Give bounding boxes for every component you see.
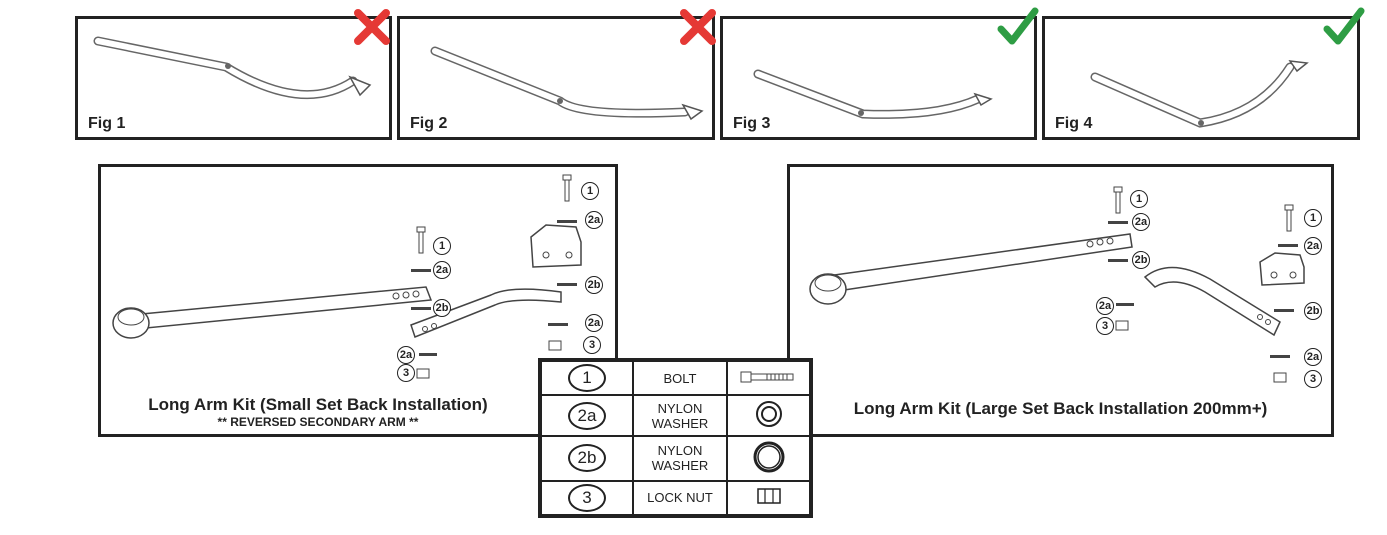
cross-icon: [680, 9, 716, 45]
arm-illustration: [430, 46, 704, 121]
figure-label: Fig 1: [88, 115, 126, 132]
figure-2: Fig 2: [397, 9, 716, 140]
callout-3: 3: [1304, 370, 1322, 388]
callout-2a: 2a: [585, 211, 603, 229]
part-name: NYLON WASHER: [632, 434, 728, 482]
parts-legend-table: 1 BOLT 2a NYLON WASHER 2b NYLON: [538, 358, 813, 518]
small-kit-subtitle: ** REVERSED SECONDARY ARM **: [217, 415, 419, 429]
small-kit-exploded-view: [112, 174, 582, 379]
callout-2b: 2b: [585, 276, 603, 294]
arm-illustration: [93, 36, 372, 100]
washer-thick-icon: [726, 434, 811, 482]
lock-nut-icon: [726, 479, 811, 516]
callout-3: 3: [583, 336, 601, 354]
legend-row-washer-2a: 2a NYLON WASHER: [540, 394, 811, 437]
callout-2b: 2b: [433, 299, 451, 317]
callout-2a: 2a: [1304, 237, 1322, 255]
callout-1: 1: [433, 237, 451, 255]
part-name: NYLON WASHER: [632, 394, 728, 437]
figure-label: Fig 2: [410, 115, 448, 132]
small-kit-title: Long Arm Kit (Small Set Back Installatio…: [148, 395, 488, 414]
figure-label: Fig 3: [733, 115, 771, 132]
callout-2a: 2a: [397, 346, 415, 364]
callout-3: 3: [397, 364, 415, 382]
small-setback-kit-panel: 1 2a 2b 2a 3 1 2a 2b 2a 3 Long Arm Kit (…: [98, 164, 618, 437]
large-setback-kit-panel: 1 2a 2b 2a 3 1 2a 2b 2a 3 Long Arm Kit (…: [787, 164, 1334, 437]
callout-1: 1: [1304, 209, 1322, 227]
cross-icon: [354, 9, 390, 45]
callout-2b: 2b: [1132, 251, 1150, 269]
part-name: BOLT: [632, 359, 728, 397]
part-number: 3: [568, 483, 606, 512]
callout-2a: 2a: [1304, 348, 1322, 366]
figure-label: Fig 4: [1055, 115, 1093, 132]
callout-2b: 2b: [1304, 302, 1322, 320]
bolt-icon: [726, 359, 811, 397]
figure-1: Fig 1: [75, 9, 392, 140]
legend-row-lock-nut: 3 LOCK NUT: [540, 479, 811, 516]
callout-1: 1: [581, 182, 599, 200]
large-kit-exploded-view: [809, 186, 1305, 383]
callout-2a: 2a: [433, 261, 451, 279]
large-kit-title: Long Arm Kit (Large Set Back Installatio…: [853, 399, 1268, 418]
legend-row-washer-2b: 2b NYLON WASHER: [540, 434, 811, 482]
washer-thin-icon: [726, 394, 811, 437]
check-icon: [997, 7, 1039, 45]
part-number: 2b: [568, 444, 606, 473]
callout-2a: 2a: [585, 314, 603, 332]
figure-3: Fig 3: [720, 7, 1039, 140]
arm-illustration: [753, 69, 993, 119]
check-icon: [1323, 7, 1365, 45]
callout-2a: 2a: [1132, 213, 1150, 231]
part-number: 1: [568, 364, 606, 393]
part-name: LOCK NUT: [632, 479, 728, 516]
callout-3: 3: [1096, 317, 1114, 335]
legend-row-bolt: 1 BOLT: [540, 359, 811, 397]
arm-illustration: [1090, 60, 1309, 128]
figure-4: Fig 4: [1042, 7, 1365, 140]
callout-2a: 2a: [1096, 297, 1114, 315]
part-number: 2a: [568, 401, 606, 430]
callout-1: 1: [1130, 190, 1148, 208]
